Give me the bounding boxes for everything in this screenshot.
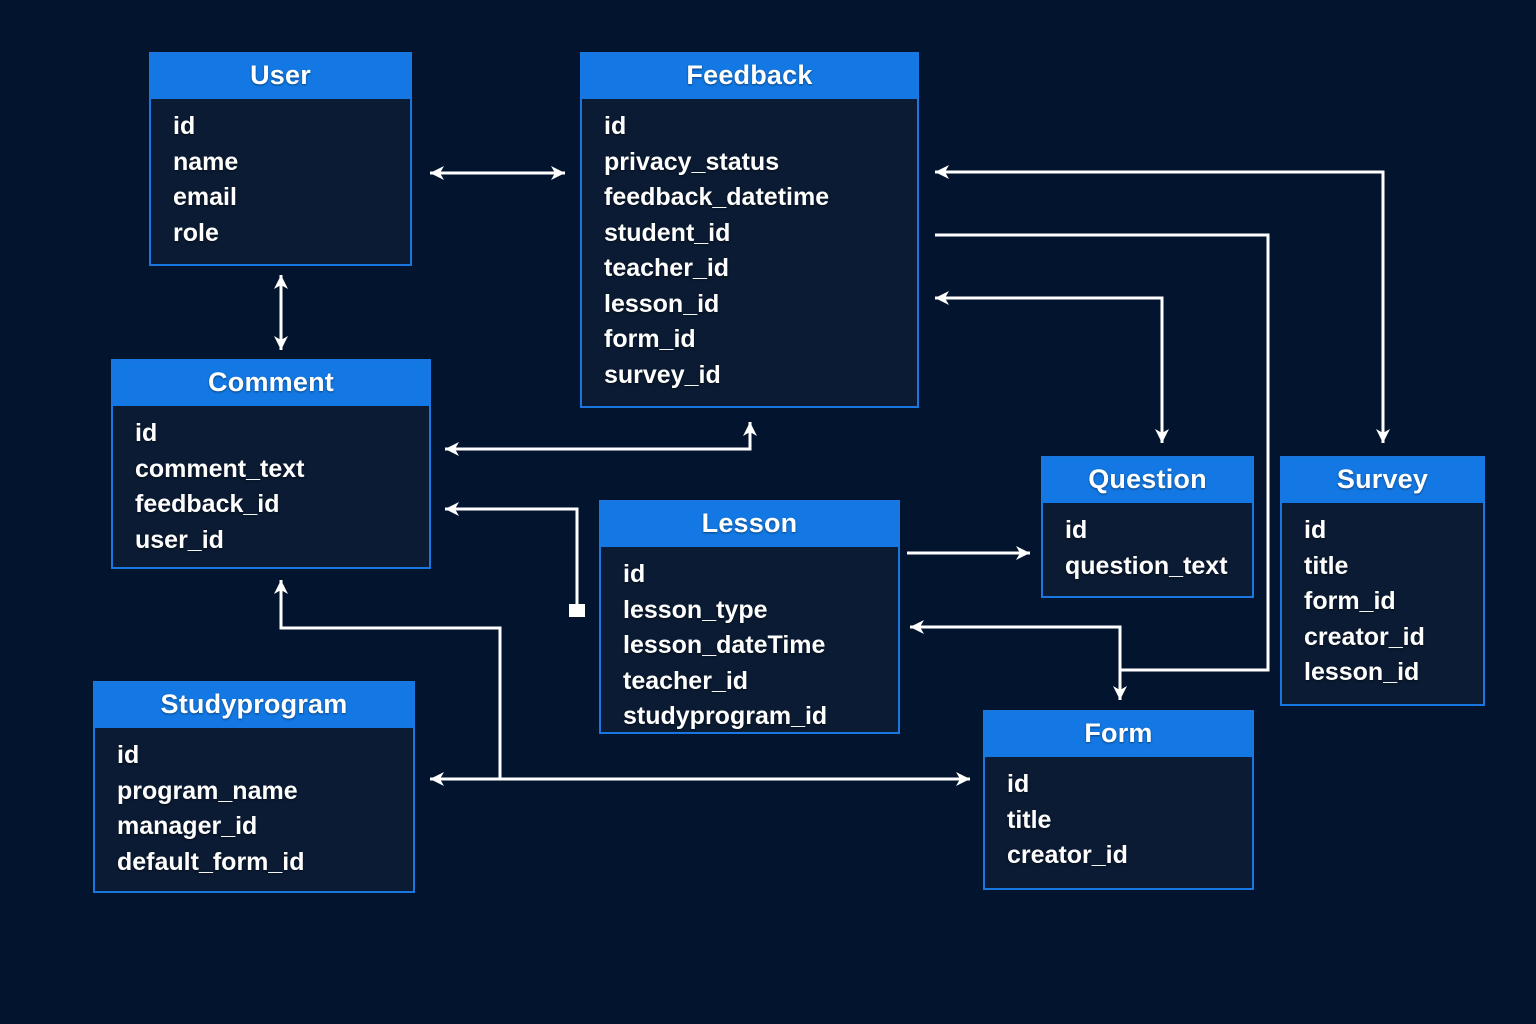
attribute: id bbox=[1065, 516, 1088, 544]
attribute: comment_text bbox=[135, 454, 305, 483]
entity-form-title: Form bbox=[985, 712, 1252, 757]
entity-studyprogram[interactable]: Studyprogram id program_name manager_id … bbox=[93, 681, 415, 893]
entity-form[interactable]: Form id title creator_id bbox=[983, 710, 1254, 890]
attribute: question_text bbox=[1065, 551, 1228, 580]
attribute: role bbox=[173, 218, 219, 247]
attribute: id bbox=[1007, 770, 1030, 798]
entity-user-title: User bbox=[151, 54, 410, 99]
entity-feedback-attributes: id privacy_status feedback_datetime stud… bbox=[582, 99, 917, 401]
attribute: email bbox=[173, 183, 237, 211]
link-question-feedback bbox=[935, 291, 1169, 443]
link-survey-feedback bbox=[935, 165, 1390, 443]
attribute: studyprogram_id bbox=[623, 702, 828, 730]
entity-user[interactable]: User id name email role bbox=[149, 52, 412, 266]
entity-lesson-title: Lesson bbox=[601, 502, 898, 547]
attribute: id bbox=[604, 112, 627, 140]
attribute: creator_id bbox=[1007, 841, 1128, 869]
attribute: teacher_id bbox=[604, 254, 730, 282]
entity-lesson-attributes: id lesson_type lesson_dateTime teacher_i… bbox=[601, 547, 898, 732]
link-form-lesson bbox=[910, 620, 1127, 700]
attribute: id bbox=[173, 112, 196, 140]
attribute: user_id bbox=[135, 525, 224, 554]
entity-survey-attributes: id title form_id creator_id lesson_id bbox=[1282, 503, 1483, 699]
attribute: title bbox=[1007, 805, 1052, 834]
entity-lesson[interactable]: Lesson id lesson_type lesson_dateTime te… bbox=[599, 500, 900, 734]
attribute: title bbox=[1304, 551, 1349, 580]
attribute: id bbox=[135, 419, 158, 447]
entity-feedback[interactable]: Feedback id privacy_status feedback_date… bbox=[580, 52, 919, 408]
link-lesson-feedback-right bbox=[935, 233, 1270, 672]
attribute: form_id bbox=[1304, 587, 1396, 615]
attribute: creator_id bbox=[1304, 622, 1425, 651]
attribute: teacher_id bbox=[623, 666, 749, 695]
attribute: lesson_id bbox=[604, 289, 720, 318]
attribute: lesson_type bbox=[623, 595, 768, 624]
entity-studyprogram-attributes: id program_name manager_id default_form_… bbox=[95, 728, 413, 888]
attribute: program_name bbox=[117, 776, 298, 805]
entity-form-attributes: id title creator_id bbox=[985, 757, 1252, 882]
entity-feedback-title: Feedback bbox=[582, 54, 917, 99]
link-lesson-comment-bottom bbox=[445, 502, 579, 612]
attribute: feedback_datetime bbox=[604, 183, 830, 211]
attribute: privacy_status bbox=[604, 147, 780, 176]
attribute: manager_id bbox=[117, 812, 258, 840]
attribute: lesson_dateTime bbox=[623, 631, 826, 659]
attribute: id bbox=[623, 560, 646, 588]
attribute: name bbox=[173, 147, 239, 176]
entity-studyprogram-title: Studyprogram bbox=[95, 683, 413, 728]
link-terminator-square bbox=[569, 604, 585, 617]
attribute: student_id bbox=[604, 218, 731, 247]
entity-survey[interactable]: Survey id title form_id creator_id lesso… bbox=[1280, 456, 1485, 706]
entity-comment-attributes: id comment_text feedback_id user_id bbox=[113, 406, 429, 566]
entity-comment[interactable]: Comment id comment_text feedback_id user… bbox=[111, 359, 431, 569]
entity-comment-title: Comment bbox=[113, 361, 429, 406]
entity-question-attributes: id question_text bbox=[1043, 503, 1252, 592]
entity-question[interactable]: Question id question_text bbox=[1041, 456, 1254, 598]
attribute: lesson_id bbox=[1304, 658, 1420, 686]
attribute: default_form_id bbox=[117, 847, 305, 876]
attribute: feedback_id bbox=[135, 490, 280, 518]
attribute: survey_id bbox=[604, 360, 721, 389]
attribute: id bbox=[1304, 516, 1327, 544]
link-lesson-comment-top bbox=[445, 422, 757, 456]
entity-survey-title: Survey bbox=[1282, 458, 1483, 503]
attribute: id bbox=[117, 741, 140, 769]
entity-question-title: Question bbox=[1043, 458, 1252, 503]
entity-user-attributes: id name email role bbox=[151, 99, 410, 259]
attribute: form_id bbox=[604, 325, 696, 353]
